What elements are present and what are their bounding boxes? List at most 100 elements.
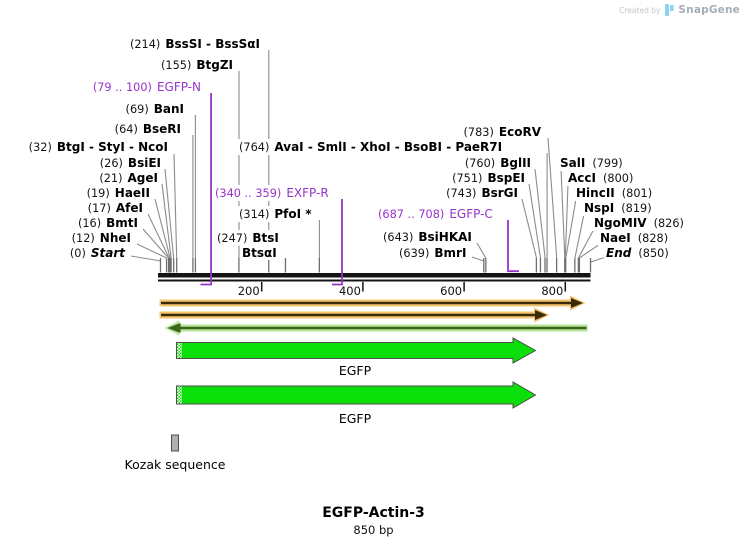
site-label-egfp_c-name: EGFP-C bbox=[449, 207, 493, 221]
snapgene-logo-icon bbox=[665, 4, 675, 16]
site-label-bseri-num: (64) bbox=[114, 123, 138, 136]
site-label-nhei-num: (12) bbox=[71, 232, 95, 245]
site-label-avai-name: AvaI - SmlI - XhoI - BsoBI - PaeR7I bbox=[274, 140, 503, 154]
site-label-bseri[interactable]: (64) BseRI bbox=[112, 121, 183, 137]
kozak-box[interactable] bbox=[171, 434, 179, 452]
site-label-bseri-name: BseRI bbox=[142, 122, 181, 136]
site-label-start-name: Start bbox=[90, 246, 125, 260]
site-label-bsiei[interactable]: (26) BsiEI bbox=[97, 155, 163, 171]
site-label-ecorv[interactable]: (783) EcoRV bbox=[461, 124, 543, 140]
site-label-naei-name: NaeI bbox=[600, 231, 631, 245]
site-label-avai[interactable]: (764)AvaI - SmlI - XhoI - BsoBI - PaeR7I bbox=[237, 139, 505, 155]
site-label-bsssi[interactable]: (214) BssSI - BssSαI bbox=[127, 36, 262, 52]
kozak-feature-label[interactable]: Kozak sequence bbox=[124, 457, 226, 472]
exfp-r-primer-mark[interactable] bbox=[332, 199, 343, 286]
site-label-naei-num: (828) bbox=[637, 232, 669, 245]
site-label-bglii-name: BglII bbox=[500, 156, 531, 170]
site-label-bsihkai-num: (643) bbox=[383, 231, 414, 244]
site-label-egfp_n[interactable]: (79 .. 100)EGFP-N bbox=[90, 79, 203, 95]
site-label-btgi-name: BtgI - StyI - NcoI bbox=[56, 140, 168, 154]
watermark-brand: SnapGene bbox=[678, 4, 740, 16]
site-label-bspei-num: (751) bbox=[452, 172, 483, 185]
site-label-bani-name: BanI bbox=[153, 102, 184, 116]
reverse-orf-arrow[interactable] bbox=[164, 320, 588, 336]
site-label-start-num: (0) bbox=[69, 247, 86, 260]
site-label-hincii-num: (801) bbox=[621, 187, 653, 200]
site-label-ecorv-name: EcoRV bbox=[498, 125, 541, 139]
site-label-haeii[interactable]: (19) HaeII bbox=[84, 185, 152, 201]
site-label-hincii[interactable]: HincII (801) bbox=[574, 185, 655, 201]
watermark-created-by: Created by bbox=[619, 5, 661, 15]
site-label-bspei[interactable]: (751) BspEI bbox=[450, 170, 527, 186]
egfp-arrow-top[interactable] bbox=[176, 337, 537, 364]
site-label-agei[interactable]: (21) AgeI bbox=[97, 170, 160, 186]
site-label-btsi-name: BtsI bbox=[252, 231, 279, 245]
site-label-sali-name: SalI bbox=[560, 156, 586, 170]
site-label-nhei[interactable]: (12) NheI bbox=[69, 230, 133, 246]
site-label-end[interactable]: End(850) bbox=[604, 245, 671, 261]
site-label-btsi[interactable]: (247)BtsI bbox=[215, 230, 281, 246]
site-label-haeii-name: HaeII bbox=[114, 186, 150, 200]
site-label-bmti-name: BmtI bbox=[106, 216, 138, 230]
site-label-nspi[interactable]: NspI(819) bbox=[582, 200, 654, 216]
site-connector-lines bbox=[130, 50, 607, 273]
site-label-end-name: End bbox=[606, 246, 632, 260]
site-label-bsssi-num: (214) bbox=[129, 38, 161, 51]
egfp-bottom-feature-label[interactable]: EGFP bbox=[338, 411, 372, 426]
site-label-bmri-name: BmrI bbox=[434, 246, 467, 260]
map-title: EGFP-Actin-3 bbox=[322, 505, 425, 521]
site-label-afei-name: AfeI bbox=[115, 201, 143, 215]
egfp-arrow-bottom[interactable] bbox=[176, 381, 537, 409]
site-label-bglii-num: (760) bbox=[464, 157, 496, 170]
site-label-bsrgi[interactable]: (743)BsrGI bbox=[444, 185, 520, 201]
site-label-btgi[interactable]: (32) BtgI - StyI - NcoI bbox=[26, 139, 170, 155]
site-label-bsihkai[interactable]: (643)BsiHKAI bbox=[381, 229, 474, 245]
egfp-c-primer-mark[interactable] bbox=[507, 220, 519, 273]
site-label-bmti[interactable]: (16)BmtI bbox=[75, 215, 140, 231]
site-label-btgzi[interactable]: (155) BtgZI bbox=[158, 57, 235, 73]
site-label-agei-name: AgeI bbox=[127, 171, 158, 185]
site-label-pfoi-num: (314) bbox=[239, 208, 270, 221]
site-label-bani[interactable]: (69) BanI bbox=[123, 101, 186, 117]
site-label-acci[interactable]: AccI(800) bbox=[566, 170, 636, 186]
site-label-ngomiv[interactable]: NgoMIV(826) bbox=[592, 215, 686, 231]
site-label-nspi-num: (819) bbox=[621, 202, 652, 215]
site-label-sali-num: (799) bbox=[592, 157, 623, 170]
orf-arrow-2[interactable] bbox=[159, 307, 550, 323]
site-label-nhei-name: NheI bbox=[99, 231, 131, 245]
site-label-bsiei-name: BsiEI bbox=[127, 156, 161, 170]
site-label-bsssi-name: BssSI - BssSαI bbox=[165, 37, 260, 51]
site-label-bspei-name: BspEI bbox=[487, 171, 525, 185]
site-label-pfoi[interactable]: (314) PfoI * bbox=[237, 206, 314, 222]
site-label-agei-num: (21) bbox=[99, 172, 123, 185]
site-label-hincii-name: HincII bbox=[576, 186, 615, 200]
site-label-egfp_c[interactable]: (687 .. 708)EGFP-C bbox=[376, 206, 495, 222]
site-label-bsiei-num: (26) bbox=[99, 157, 123, 170]
site-label-exfp_r[interactable]: (340 .. 359)EXFP-R bbox=[213, 185, 331, 201]
site-label-sali[interactable]: SalI (799) bbox=[558, 155, 625, 171]
site-label-ngomiv-name: NgoMIV bbox=[594, 216, 647, 230]
egfp-top-feature-label[interactable]: EGFP bbox=[338, 363, 372, 378]
site-label-pfoi-name: PfoI * bbox=[274, 207, 312, 221]
site-label-naei[interactable]: NaeI (828) bbox=[598, 230, 671, 246]
site-label-bani-num: (69) bbox=[125, 103, 149, 116]
site-label-afei[interactable]: (17) AfeI bbox=[85, 200, 145, 216]
site-label-btgzi-name: BtgZI bbox=[196, 58, 233, 72]
site-label-bsrgi-num: (743) bbox=[446, 187, 477, 200]
site-label-start[interactable]: (0) Start bbox=[67, 245, 127, 261]
site-label-btgzi-num: (155) bbox=[160, 59, 192, 72]
site-label-haeii-num: (19) bbox=[86, 187, 110, 200]
site-label-ecorv-num: (783) bbox=[463, 126, 494, 139]
site-label-bglii[interactable]: (760) BglII bbox=[462, 155, 533, 171]
site-label-btsai-name: BtsαI bbox=[242, 246, 277, 260]
map-length: 850 bp bbox=[353, 523, 394, 537]
site-label-afei-num: (17) bbox=[87, 202, 111, 215]
egfp-n-primer-mark[interactable] bbox=[200, 93, 213, 286]
site-label-bmri[interactable]: (639)BmrI bbox=[397, 245, 469, 261]
site-label-btgi-num: (32) bbox=[28, 141, 52, 154]
site-label-btsai[interactable]: BtsαI bbox=[240, 245, 279, 260]
orf-arrow-1[interactable] bbox=[159, 295, 586, 311]
ruler-number-800: 800 bbox=[541, 283, 564, 298]
